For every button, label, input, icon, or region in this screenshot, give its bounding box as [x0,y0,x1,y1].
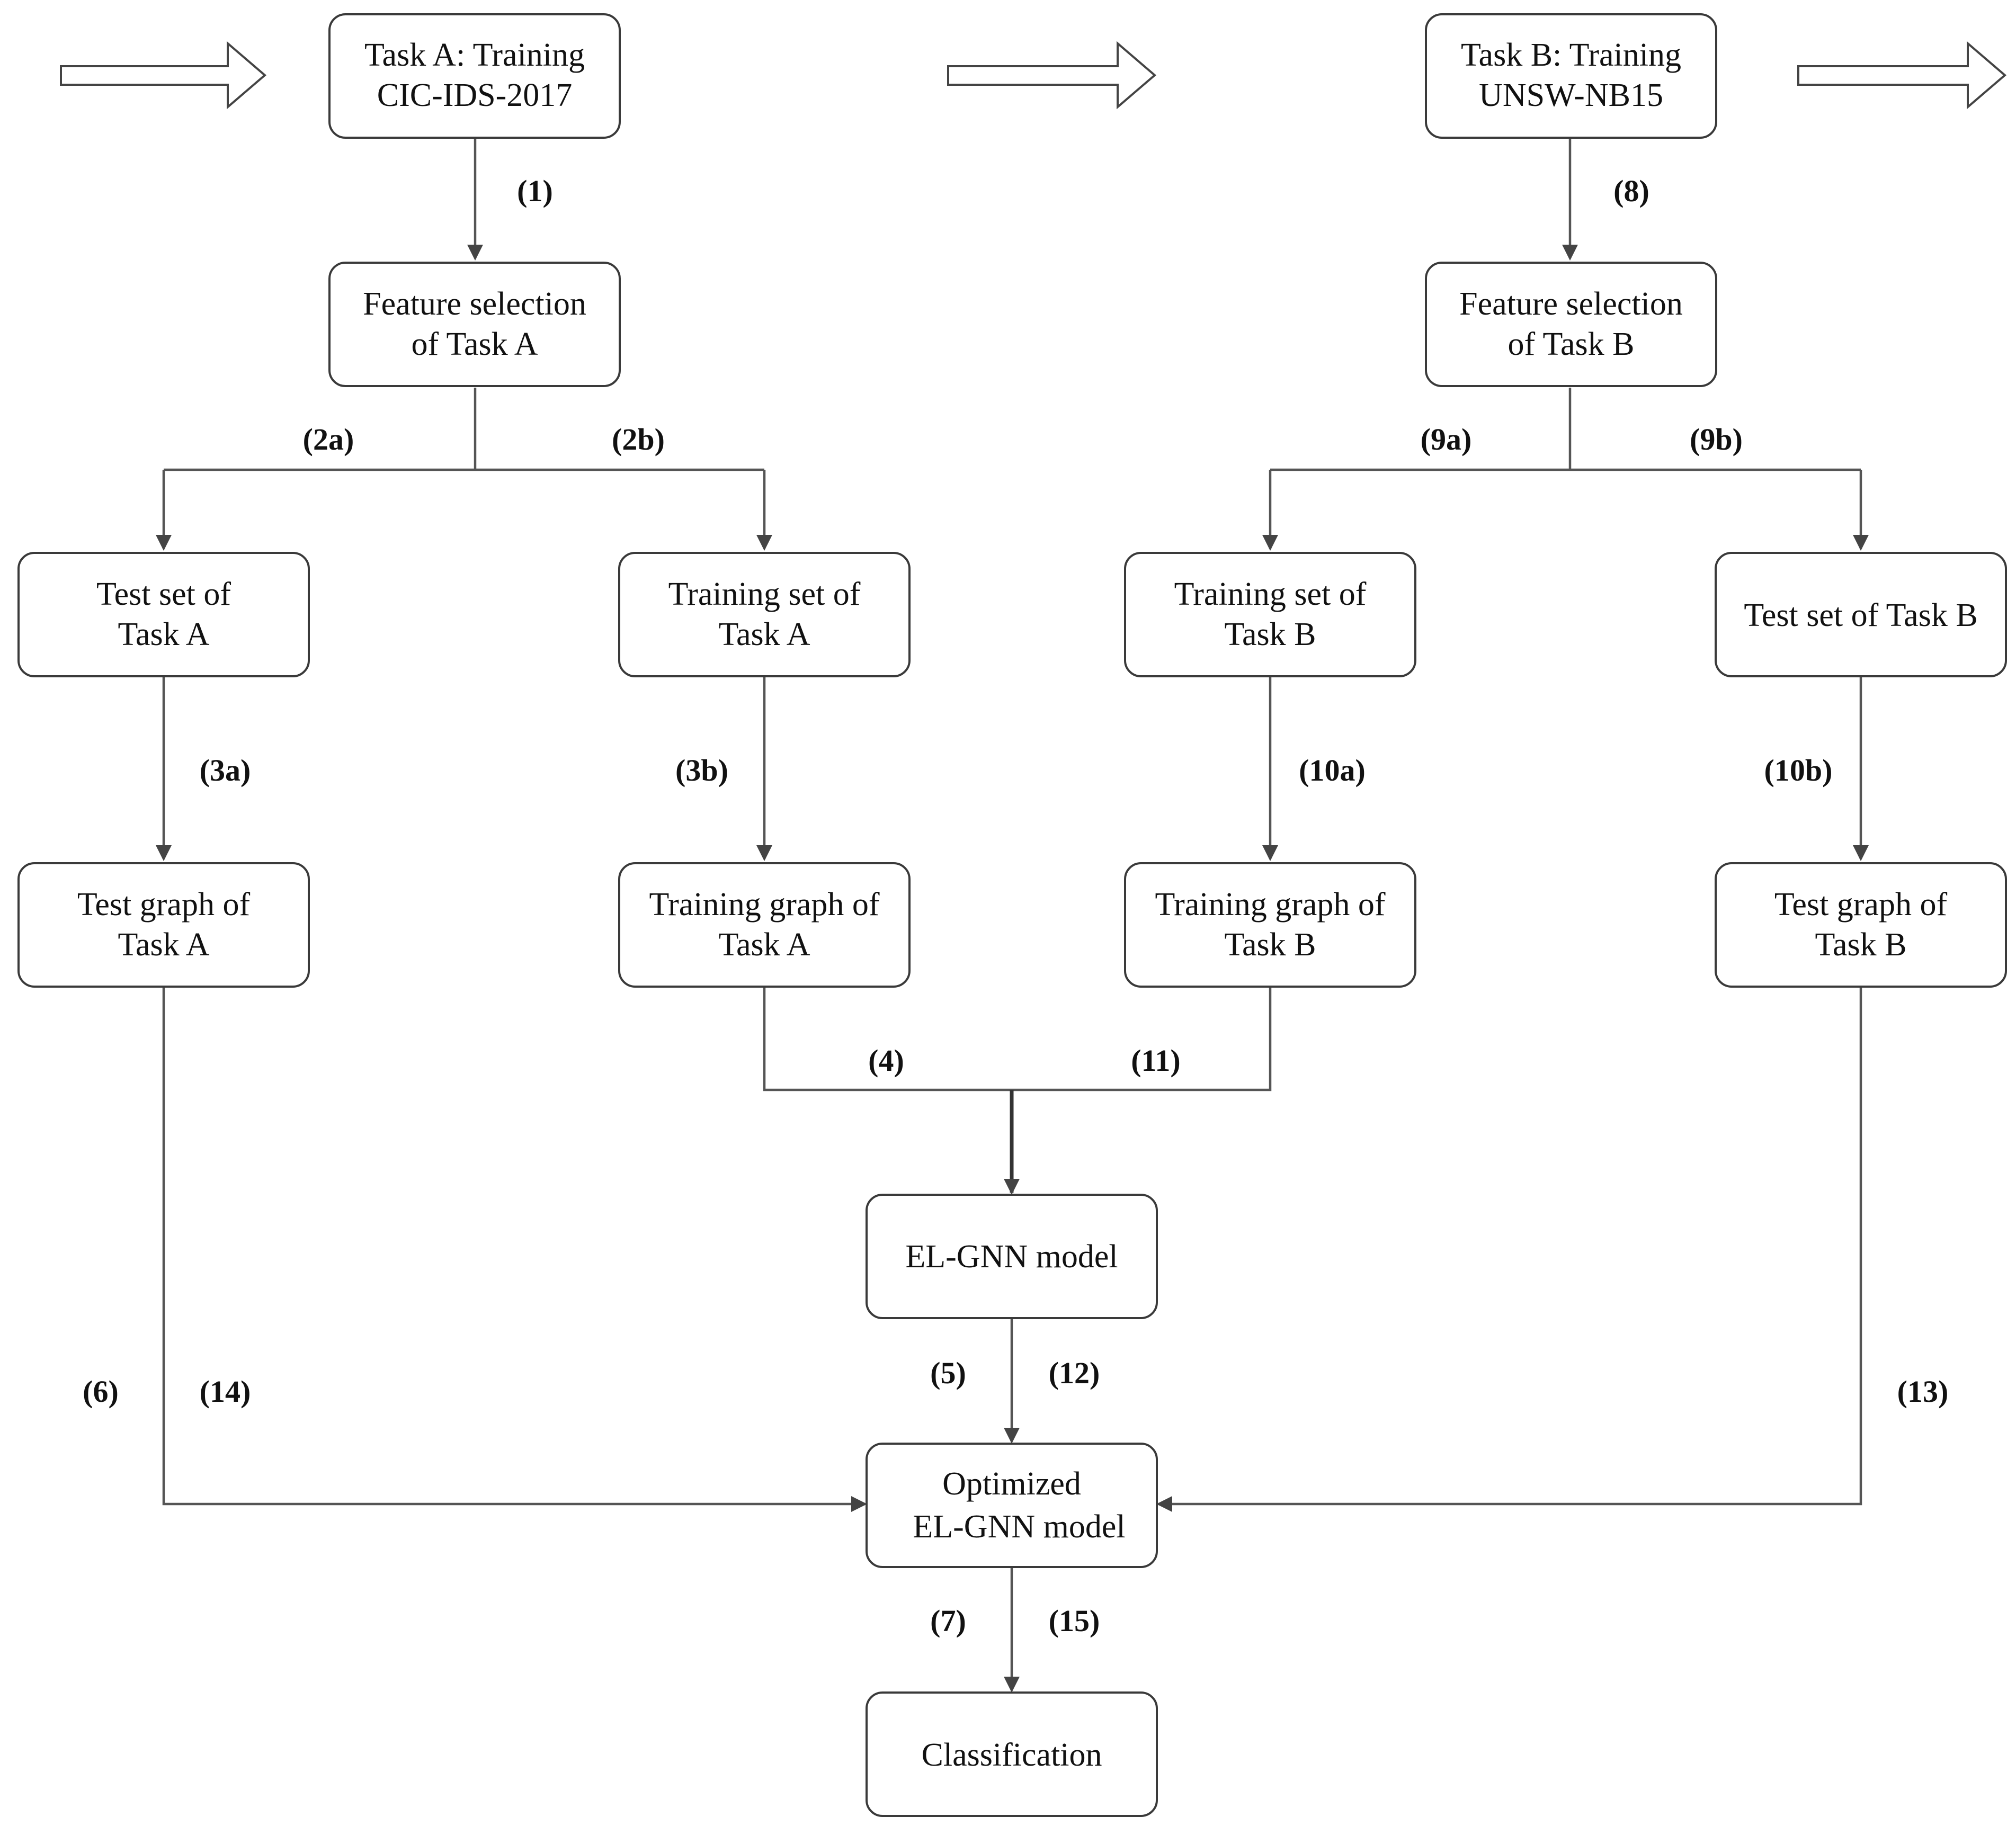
step-label-9b: (9b) [1690,422,1743,456]
node-training-set-a: Training set of Task A [618,552,911,677]
node-task-a: Task A: Training CIC-IDS-2017 [328,13,621,139]
node-training-graph-b-line1: Training graph of [1155,887,1385,923]
node-test-graph-a-line1: Test graph of [77,887,251,923]
node-test-graph-b: Test graph of Task B [1715,862,2007,988]
node-test-set-a-line2: Task A [118,616,209,652]
step-label-8: (8) [1613,174,1649,208]
flow-arrow-right-icon [1797,41,2007,110]
node-classification: Classification [866,1691,1158,1817]
step-label-2a: (2a) [303,422,354,456]
node-task-a-line1: Task A: Training [364,37,585,73]
flow-arrow-left-icon [60,41,267,110]
edge-11 [1012,988,1272,1091]
step-label-7: (7) [930,1604,966,1638]
node-optimized-line1: Optimized [942,1466,1081,1502]
node-classification-label: Classification [922,1737,1102,1773]
node-test-set-a: Test set of Task A [17,552,310,677]
step-label-1: (1) [517,174,553,208]
node-feature-selection-b-line2: of Task B [1507,326,1634,362]
node-training-set-b: Training set of Task B [1124,552,1416,677]
step-label-14: (14) [200,1374,251,1409]
flow-arrow-middle-icon [947,41,1157,110]
node-test-graph-b-line2: Task B [1815,927,1906,963]
node-optimized-el-gnn-model: Optimized EL-GNN model [866,1443,1158,1568]
node-feature-selection-b-line1: Feature selection [1459,286,1683,322]
node-training-graph-a: Training graph of Task A [618,862,911,988]
node-feature-selection-a-line1: Feature selection [363,286,586,322]
step-label-11: (11) [1131,1043,1180,1078]
edge-13 [1156,988,1862,1512]
node-training-graph-a-line2: Task A [718,927,810,963]
node-feature-selection-a-line2: of Task A [411,326,538,362]
node-optimized-line2: EL-GNN model [913,1509,1125,1545]
node-test-graph-a: Test graph of Task A [17,862,310,988]
node-training-set-b-line2: Task B [1224,616,1316,652]
node-task-b: Task B: Training UNSW-NB15 [1425,13,1717,139]
step-label-3b: (3b) [675,753,728,787]
step-label-9a: (9a) [1421,422,1472,456]
node-el-gnn-model: EL-GNN model [866,1194,1158,1319]
node-training-set-a-line1: Training set of [668,576,861,612]
node-test-graph-a-line2: Task A [118,927,209,963]
step-label-12: (12) [1049,1356,1100,1390]
edge-6-14 [162,988,867,1512]
node-feature-selection-b: Feature selection of Task B [1425,262,1717,387]
node-training-set-b-line1: Training set of [1174,576,1367,612]
step-label-6: (6) [83,1374,119,1409]
step-label-15: (15) [1049,1604,1100,1638]
node-task-b-line1: Task B: Training [1461,37,1681,73]
edge-4 [763,988,1012,1091]
node-test-set-b: Test set of Task B [1715,552,2007,677]
node-training-graph-b-line2: Task B [1224,927,1316,963]
node-training-graph-b: Training graph of Task B [1124,862,1416,988]
node-test-set-a-line1: Test set of [96,576,231,612]
node-feature-selection-a: Feature selection of Task A [328,262,621,387]
step-label-5: (5) [930,1356,966,1390]
step-label-3a: (3a) [200,753,251,787]
node-training-set-a-line2: Task A [718,616,810,652]
step-label-10a: (10a) [1299,753,1366,787]
step-label-13: (13) [1897,1374,1949,1409]
step-label-4: (4) [868,1043,904,1078]
node-task-a-line2: CIC-IDS-2017 [377,77,573,113]
step-label-2b: (2b) [612,422,665,456]
node-el-gnn-model-label: EL-GNN model [905,1239,1118,1275]
node-test-set-b-line1: Test set of Task B [1744,597,1977,633]
node-test-graph-b-line1: Test graph of [1774,887,1948,923]
node-training-graph-a-line1: Training graph of [649,887,879,923]
node-task-b-line2: UNSW-NB15 [1479,77,1663,113]
step-label-10b: (10b) [1764,753,1833,787]
